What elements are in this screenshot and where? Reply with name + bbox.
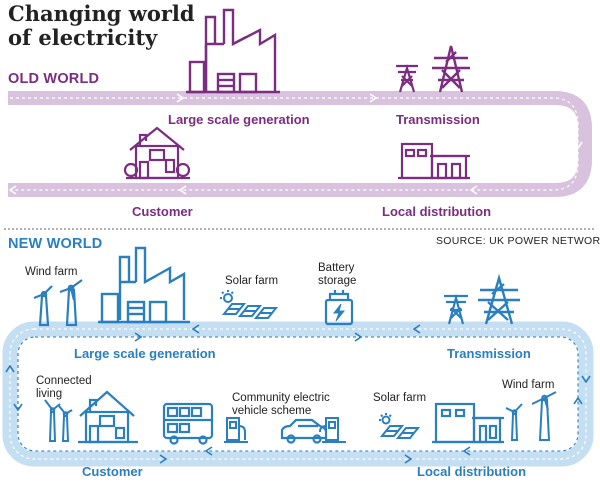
new-label-customer: Customer [82, 464, 143, 479]
new-label-connected-line-1: Connected [36, 375, 92, 387]
new-world-flow-track [2, 321, 594, 467]
old-world-flow-track [8, 91, 592, 197]
old-label-local-distribution: Local distribution [382, 204, 492, 219]
new-label-solar-farm-bottom: Solar farm [373, 392, 427, 404]
title-line-1: Changing world [8, 1, 195, 26]
new-wind-turbines-top-icon [33, 279, 83, 327]
title-line-2: of electricity [8, 25, 158, 50]
new-label-wind-farm-bottom: Wind farm [502, 379, 555, 391]
page-title: Changing world of electricity [8, 2, 308, 50]
old-world-heading: OLD WORLD [8, 71, 100, 87]
new-substation-icon [432, 402, 504, 444]
new-label-community-ev-line-2: vehicle scheme [232, 405, 312, 417]
old-house-icon [123, 126, 191, 180]
old-pylon-small-icon [396, 64, 418, 93]
new-house-icon [78, 390, 138, 444]
new-label-solar-farm-top: Solar farm [225, 275, 279, 287]
charging-station-1-icon [224, 417, 248, 443]
old-label-transmission: Transmission [396, 112, 480, 127]
new-label-battery-line-1: Battery [318, 262, 355, 274]
old-label-large-scale-generation: Large scale generation [168, 112, 310, 127]
new-wind-turbines-left-icon [44, 399, 73, 442]
new-wind-turbines-right-icon [505, 391, 557, 441]
new-label-local-distribution: Local distribution [417, 464, 527, 479]
new-label-wind-farm-top: Wind farm [25, 266, 78, 278]
new-label-connected-line-2: living [36, 388, 63, 400]
old-factory-icon [186, 8, 280, 94]
new-pylon-small-icon [444, 293, 468, 325]
new-label-transmission: Transmission [447, 346, 531, 361]
new-label-large-scale-generation: Large scale generation [74, 346, 216, 361]
old-substation-icon [398, 142, 470, 180]
source-note: SOURCE: UK POWER NETWORKS [436, 235, 600, 247]
new-label-community-ev-line-1: Community electric [232, 392, 330, 404]
new-world-heading: NEW WORLD [8, 236, 103, 252]
new-pylon-large-icon [478, 273, 520, 325]
old-world-flow-arrows [8, 93, 583, 195]
electric-bus-icon [162, 402, 214, 445]
battery-storage-icon [324, 290, 354, 326]
new-world-flow-arrows [5, 324, 591, 464]
old-label-customer: Customer [132, 204, 193, 219]
charging-station-2-icon [319, 417, 346, 443]
new-solar-panels-top-icon [220, 290, 279, 319]
new-solar-panels-bottom-icon [379, 413, 421, 439]
new-factory-icon [98, 246, 190, 324]
new-label-battery-line-2: storage [318, 275, 357, 287]
old-pylon-large-icon [432, 45, 470, 93]
